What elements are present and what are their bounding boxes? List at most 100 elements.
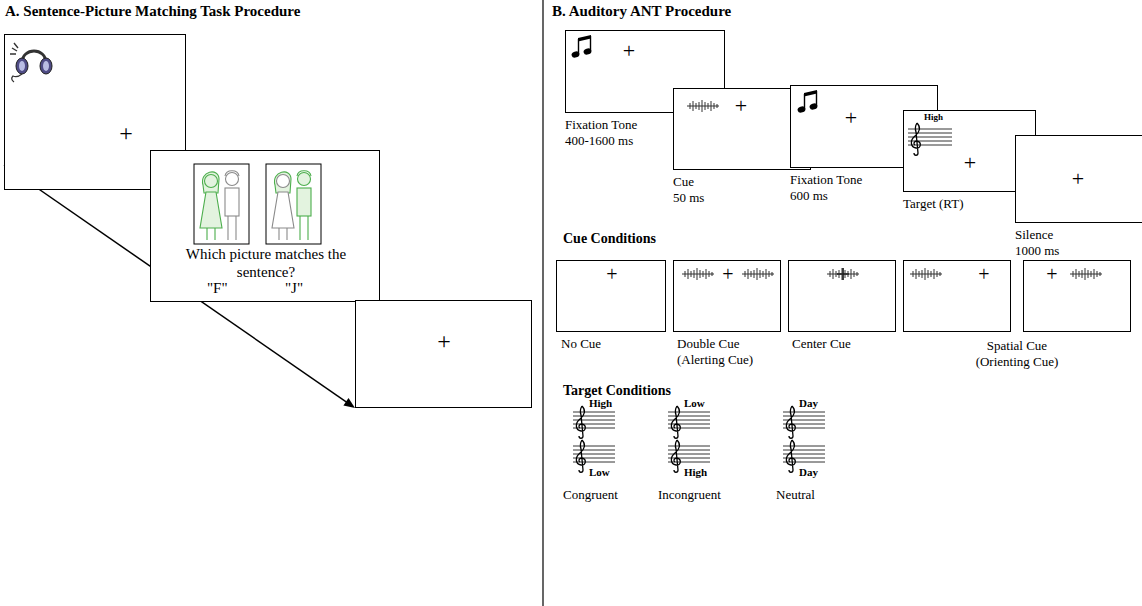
tone-word: High <box>589 397 612 410</box>
screen-box: + <box>903 260 1011 332</box>
fixation-cross: + <box>623 38 635 64</box>
picture-pair-part <box>272 172 294 240</box>
step-caption: Double Cue (Alerting Cue) <box>677 336 777 367</box>
picture-pair-part <box>279 228 287 240</box>
picture-pair-part <box>274 172 291 193</box>
picture-pair-part <box>207 228 215 240</box>
section-heading: Cue Conditions <box>563 231 656 248</box>
cue-mark-part <box>1073 268 1100 280</box>
step-caption: Center Cue <box>792 336 892 352</box>
decoration-layer-part <box>671 440 680 472</box>
condition-caption: Congruent <box>563 487 618 503</box>
picture-pair-part <box>200 192 222 228</box>
picture-pair-part <box>298 173 311 186</box>
step-caption: Silence 1000 ms <box>1015 227 1070 258</box>
tone-word: Low <box>589 466 610 479</box>
step-caption: Fixation Tone 400-1600 ms <box>565 117 650 148</box>
tone-word: Low <box>684 397 705 410</box>
music-note-icon-part <box>578 35 591 42</box>
headphone-icon-part <box>43 61 49 71</box>
screen-box: + <box>355 300 532 408</box>
decoration-layer-part <box>671 406 680 438</box>
panel-divider <box>542 0 543 606</box>
cue-mark-part <box>690 100 717 112</box>
fixation-cross: + <box>119 119 133 148</box>
screen-text: Which picture matches the sentence? <box>161 245 371 281</box>
picture-pair-part <box>225 171 239 240</box>
cue-mark-part <box>685 268 712 280</box>
fixation-cross: + <box>606 262 617 286</box>
screen-text: High <box>924 112 943 123</box>
music-note-icon-part <box>797 105 807 113</box>
step-caption: Target (RT) <box>903 196 993 212</box>
fixation-cross: + <box>1072 166 1084 192</box>
cue-mark-part <box>745 268 772 280</box>
panel-title: B. Auditory ANT Procedure <box>552 2 731 20</box>
cue-mark <box>910 268 942 280</box>
picture-pair-part <box>205 175 218 188</box>
cue-mark <box>687 100 719 112</box>
picture-pair-part <box>200 172 222 240</box>
decoration-layer-part <box>576 406 585 438</box>
step-caption: No Cue <box>561 336 661 352</box>
picture-pair <box>151 151 381 251</box>
tone-word: High <box>684 466 707 479</box>
picture-pair-part <box>225 171 239 176</box>
panel-title: A. Sentence-Picture Matching Task Proced… <box>5 2 300 20</box>
headphone-icon-part <box>12 74 22 82</box>
tone-word: Day <box>799 466 818 479</box>
step-caption: Cue 50 ms <box>673 174 708 205</box>
center-cue-mark <box>827 266 859 282</box>
headphone-icon-part <box>40 58 52 74</box>
picture-pair-part <box>194 164 249 244</box>
screen-box: +Double Cue (Alerting Cue) <box>673 260 781 332</box>
screen-box: + <box>1023 260 1131 332</box>
headphone-icon-part <box>19 61 25 71</box>
condition-caption: Spatial Cue (Orienting Cue) <box>962 338 1072 369</box>
picture-pair-part <box>297 171 311 176</box>
cue-mark <box>742 268 774 280</box>
screen-box: Which picture matches the sentence?"F" "J… <box>150 150 380 302</box>
fixation-cross: + <box>722 262 733 286</box>
cue-mark-part <box>913 268 940 280</box>
fixation-cross: + <box>978 262 989 286</box>
fixation-cross: + <box>735 93 747 119</box>
arrow-head <box>343 398 355 408</box>
screen-text: "J" <box>285 279 303 297</box>
music-note-icon-part <box>809 102 819 110</box>
fixation-cross: + <box>1046 262 1057 286</box>
picture-pair-part <box>297 188 311 216</box>
tone-word: Day <box>799 397 818 410</box>
headphone-icon-part <box>16 58 28 74</box>
staff-incongruent <box>668 406 710 472</box>
picture-pair-part <box>226 173 239 186</box>
picture-pair-part <box>266 164 321 244</box>
music-note-icon <box>796 89 820 115</box>
picture-pair-part <box>272 192 294 228</box>
staff-congruent <box>573 406 615 472</box>
music-note-icon-part <box>804 90 817 97</box>
condition-caption: Incongruent <box>658 487 721 503</box>
screen-box: Center Cue <box>788 260 896 332</box>
cue-mark <box>1070 268 1102 280</box>
step-caption: Fixation Tone 600 ms <box>790 172 875 203</box>
decoration-layer-part <box>786 406 795 438</box>
condition-caption: Neutral <box>776 487 815 503</box>
picture-pair-part <box>297 171 311 240</box>
picture-pair-part <box>228 216 236 240</box>
fixation-cross: + <box>964 150 976 176</box>
picture-pair-part <box>202 172 219 193</box>
center-cue-mark-part <box>830 268 857 280</box>
decoration-layer-part <box>786 440 795 472</box>
decoration-layer-part <box>576 440 585 472</box>
fixation-cross: + <box>845 105 857 131</box>
picture-pair-part <box>225 188 239 216</box>
headphone-icon <box>9 39 57 83</box>
music-note-icon <box>570 34 594 60</box>
staff-neutral <box>783 406 825 472</box>
staff-icon-part <box>911 123 920 155</box>
screen-text: "F" <box>207 279 228 297</box>
picture-pair-part <box>277 175 290 188</box>
music-note-icon-part <box>571 50 581 58</box>
